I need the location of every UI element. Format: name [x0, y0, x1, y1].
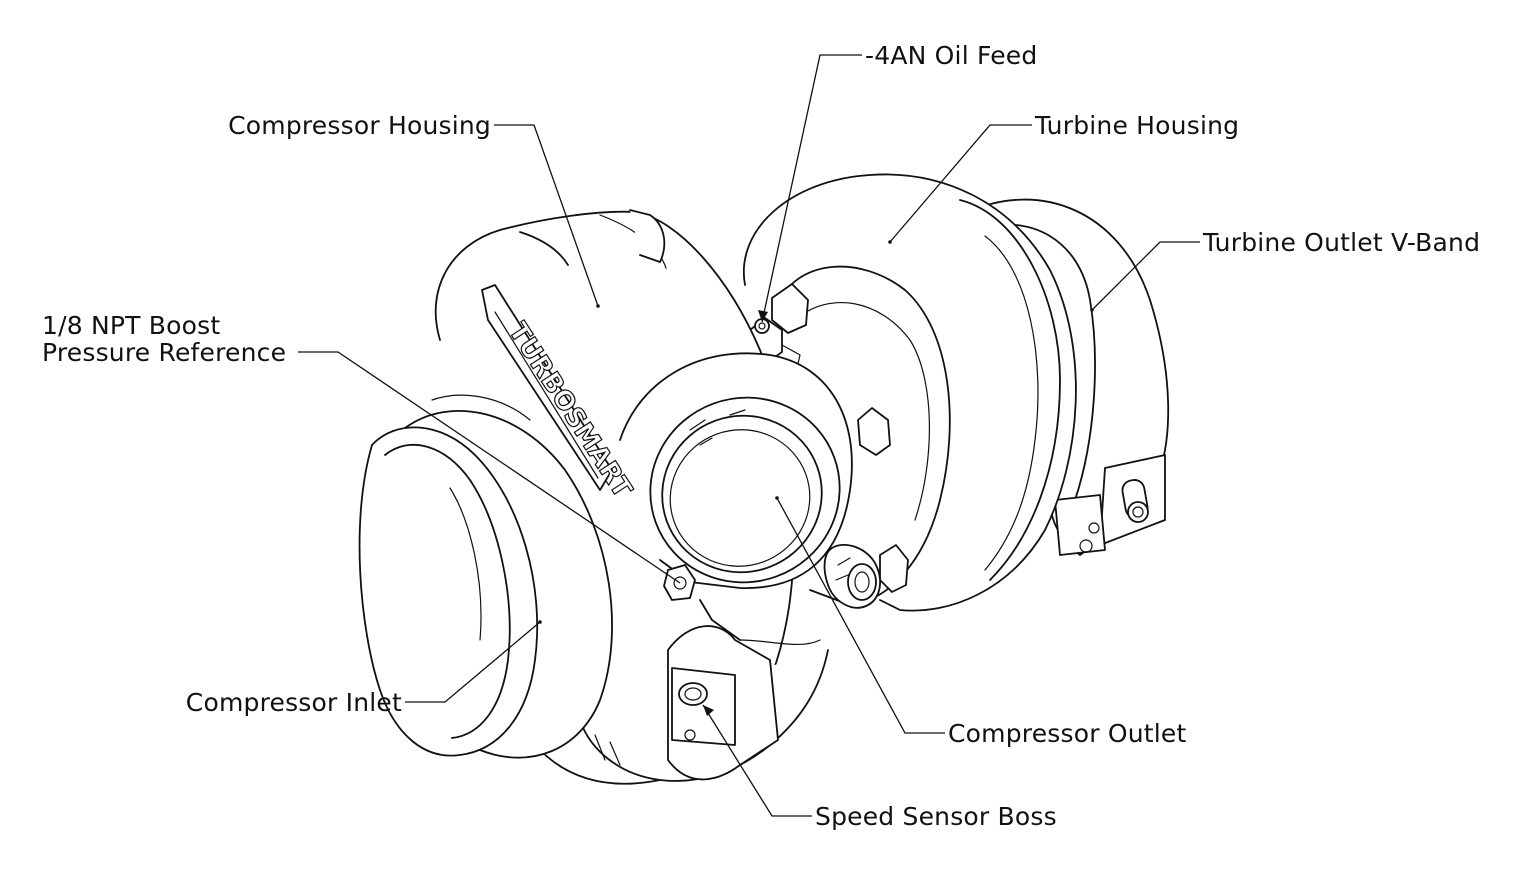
leader-compressor-outlet: [776, 497, 945, 734]
leader-turbine-housing: [889, 124, 1032, 243]
label-compressor-housing: Compressor Housing: [228, 111, 491, 140]
leader-turbine-outlet: [1091, 241, 1200, 311]
label-speed-sensor-boss: Speed Sensor Boss: [815, 802, 1057, 831]
leader-compressor-housing: [494, 124, 599, 307]
label-oil-feed: -4AN Oil Feed: [865, 41, 1037, 70]
label-boost-reference-line2: Pressure Reference: [42, 338, 286, 367]
leader-lines: [298, 54, 1200, 817]
label-boost-reference-line1: 1/8 NPT Boost: [42, 311, 220, 340]
label-compressor-outlet: Compressor Outlet: [948, 719, 1187, 748]
leader-boost-ref: [298, 351, 681, 584]
leader-speed-sensor: [702, 704, 812, 817]
leader-compressor-inlet: [405, 621, 541, 703]
callout-labels: -4AN Oil Feed Compressor Housing Turbine…: [42, 41, 1480, 831]
label-compressor-inlet: Compressor Inlet: [186, 688, 402, 717]
label-turbine-housing: Turbine Housing: [1034, 111, 1239, 140]
leader-oil-feed: [761, 54, 862, 323]
oil-drain-fitting: [823, 543, 881, 609]
compressor-inlet: [358, 394, 613, 759]
flange-bolt: [771, 283, 809, 334]
flange-bolt: [857, 407, 891, 456]
label-turbine-outlet-vband: Turbine Outlet V-Band: [1202, 228, 1480, 257]
